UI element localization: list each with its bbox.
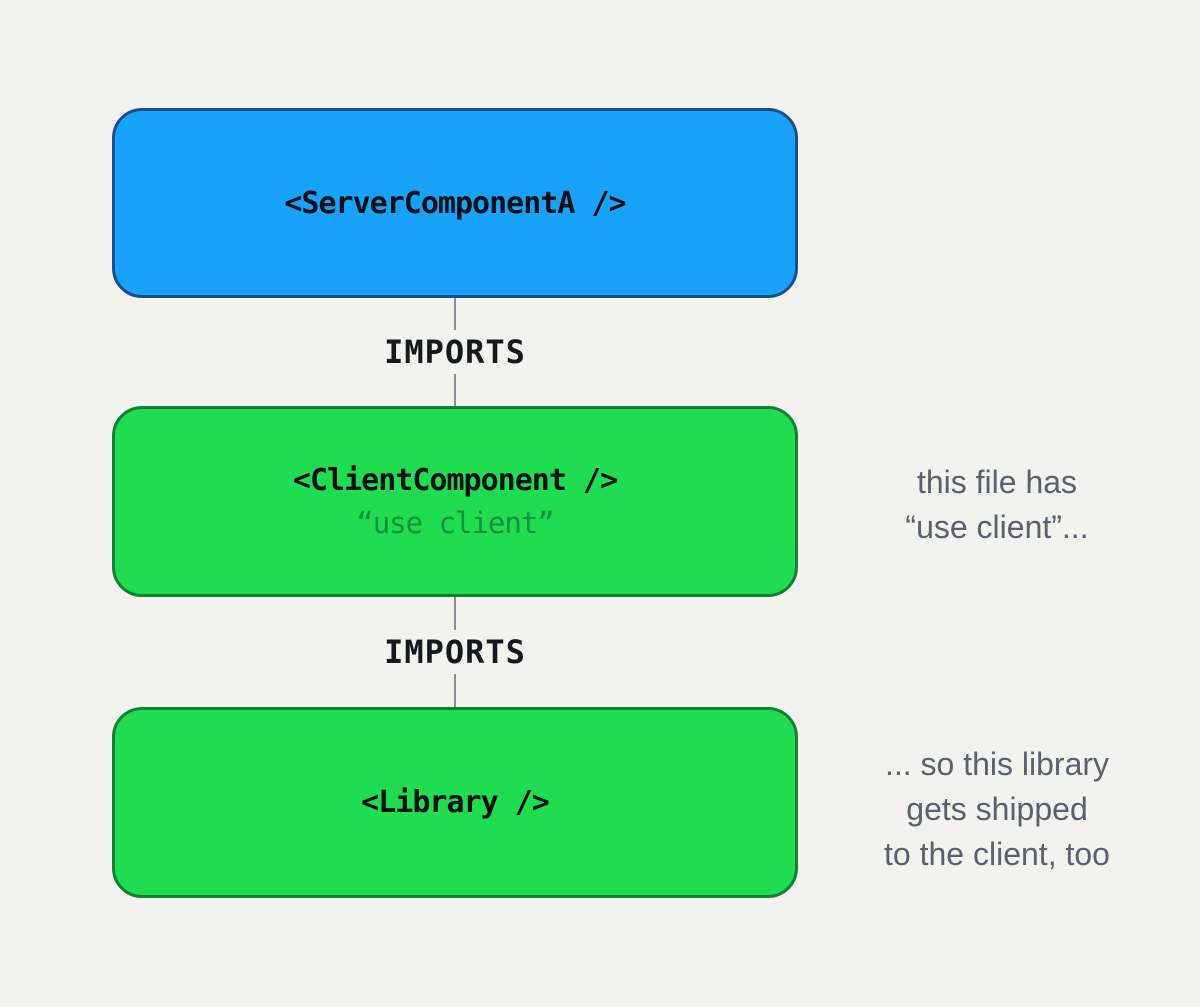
node-client-component: <ClientComponent /> “use client” [112, 406, 798, 597]
edge-line-bottom [454, 374, 456, 406]
annotation-line: “use client”... [905, 509, 1089, 545]
annotation-use-client: this file has “use client”... [842, 460, 1152, 550]
annotation-shipped-to-client: ... so this library gets shipped to the … [842, 742, 1152, 877]
annotation-line: this file has [916, 464, 1078, 500]
node-client-component-use-client-directive: “use client” [356, 506, 555, 540]
node-client-component-label: <ClientComponent /> [292, 463, 618, 498]
edge-imports-1-label: IMPORTS [384, 333, 526, 371]
node-library: <Library /> [112, 707, 798, 898]
annotation-line: gets shipped [906, 791, 1088, 827]
node-server-component-a-label: <ServerComponentA /> [284, 185, 626, 221]
annotation-line: to the client, too [884, 836, 1110, 872]
node-server-component-a: <ServerComponentA /> [112, 108, 798, 298]
edge-imports-2-label: IMPORTS [384, 633, 526, 671]
edge-imports-1: IMPORTS [355, 298, 555, 406]
edge-line-top [454, 597, 456, 630]
edge-line-bottom [454, 674, 456, 707]
edge-line-top [454, 298, 456, 330]
node-library-label: <Library /> [361, 785, 550, 820]
edge-imports-2: IMPORTS [355, 597, 555, 707]
annotation-line: ... so this library [884, 746, 1110, 782]
